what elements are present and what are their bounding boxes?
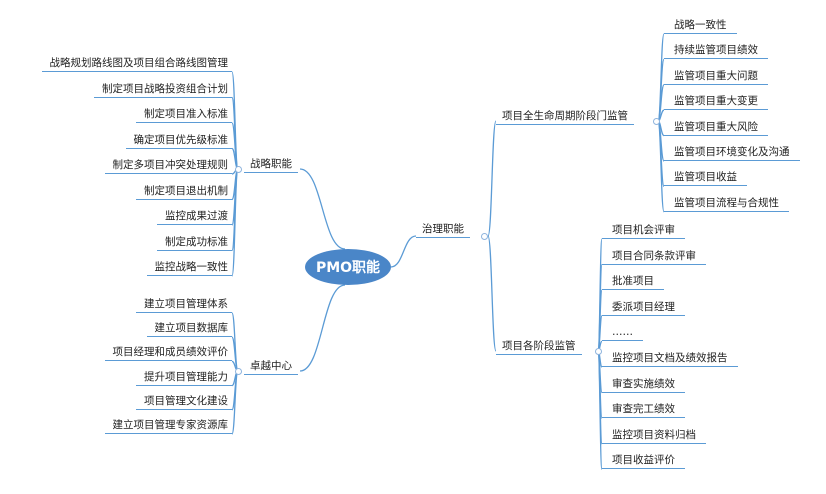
phase-item-2[interactable]: 项目合同条款评审: [602, 249, 706, 265]
lifecycle-item-3[interactable]: 监管项目重大问题: [664, 69, 768, 85]
governance-collapse-dot[interactable]: [481, 233, 488, 240]
strategy-item-3[interactable]: 制定项目准入标准: [136, 107, 232, 123]
root-to-governance: [390, 235, 417, 268]
lifecycle-item-1[interactable]: 战略一致性: [664, 18, 737, 34]
excellence-item-3[interactable]: 项目经理和成员绩效评价: [104, 345, 232, 362]
strategy-item-9[interactable]: 监控战略一致性: [146, 260, 232, 276]
phase-item-4[interactable]: 委派项目经理: [602, 300, 685, 316]
excellence-item-2[interactable]: 建立项目数据库: [146, 321, 232, 338]
branch-strategy-label: 战略职能: [250, 158, 292, 170]
root-label: PMO职能: [315, 260, 381, 276]
lifecycle-item-2[interactable]: 持续监管项目绩效: [664, 43, 768, 60]
branch-lifecycle-gate-supervision[interactable]: 项目全生命周期阶段门监管: [496, 109, 634, 125]
phase-item-1[interactable]: 项目机会评审: [602, 223, 685, 239]
lifecycle-item-7[interactable]: 监管项目收益: [664, 170, 747, 187]
excellence-item-5[interactable]: 项目管理文化建设: [136, 394, 232, 410]
lifecycle-item-4[interactable]: 监管项目重大变更: [664, 94, 768, 111]
strategy-item-8[interactable]: 制定成功标准: [157, 235, 232, 251]
excellence-item-1[interactable]: 建立项目管理体系: [136, 297, 232, 313]
phase-item-connector-10: [597, 350, 603, 471]
branch-lifecycle-label: 项目全生命周期阶段门监管: [502, 110, 628, 122]
strategy-item-4[interactable]: 确定项目优先级标准: [125, 133, 232, 149]
phase-item-3[interactable]: 批准项目: [602, 274, 664, 291]
root-node-pmo-functions[interactable]: PMO职能: [305, 249, 391, 285]
branch-governance[interactable]: 治理职能: [416, 222, 470, 238]
phase-item-7[interactable]: 审查实施绩效: [602, 377, 685, 393]
phase-item-5[interactable]: ……: [602, 325, 643, 342]
governance-to-phases: [487, 235, 497, 352]
lifecycle-item-8[interactable]: 监管项目流程与合规性: [664, 196, 789, 212]
branch-excellence-label: 卓越中心: [250, 360, 292, 372]
branch-phase-supervision[interactable]: 项目各阶段监管: [496, 339, 582, 355]
branch-phase-label: 项目各阶段监管: [502, 340, 576, 352]
branch-governance-label: 治理职能: [422, 223, 464, 235]
phase-item-10[interactable]: 项目收益评价: [602, 453, 685, 470]
strategy-item-7[interactable]: 监控成果过渡: [157, 209, 232, 225]
phase-item-9[interactable]: 监控项目资料归档: [602, 428, 706, 444]
phase-item-8[interactable]: 审查完工绩效: [602, 402, 685, 419]
branch-strategy[interactable]: 战略职能: [244, 157, 298, 173]
governance-to-lifecycle: [487, 120, 497, 237]
lifecycle-item-6[interactable]: 监管项目环境变化及沟通: [664, 145, 800, 161]
strategy-item-1[interactable]: 战略规划路线图及项目组合路线图管理: [41, 56, 232, 72]
excellence-item-4[interactable]: 提升项目管理能力: [136, 370, 232, 386]
strategy-item-2[interactable]: 制定项目战略投资组合计划: [94, 82, 232, 98]
root-to-strategy: [299, 168, 346, 250]
lifecycle-item-5[interactable]: 监管项目重大风险: [664, 120, 768, 136]
lifecycle-collapse-dot[interactable]: [653, 118, 660, 125]
excellence-item-6[interactable]: 建立项目管理专家资源库: [104, 418, 232, 434]
phase-item-6[interactable]: 监控项目文档及绩效报告: [602, 351, 738, 367]
strategy-collapse-dot[interactable]: [235, 166, 242, 173]
root-to-excellence: [299, 284, 346, 372]
strategy-item-5[interactable]: 制定多项目冲突处理规则: [104, 158, 232, 174]
excellence-collapse-dot[interactable]: [235, 368, 242, 375]
branch-excellence-center[interactable]: 卓越中心: [244, 359, 298, 375]
phase-collapse-dot[interactable]: [595, 348, 602, 355]
strategy-item-6[interactable]: 制定项目退出机制: [136, 184, 232, 200]
